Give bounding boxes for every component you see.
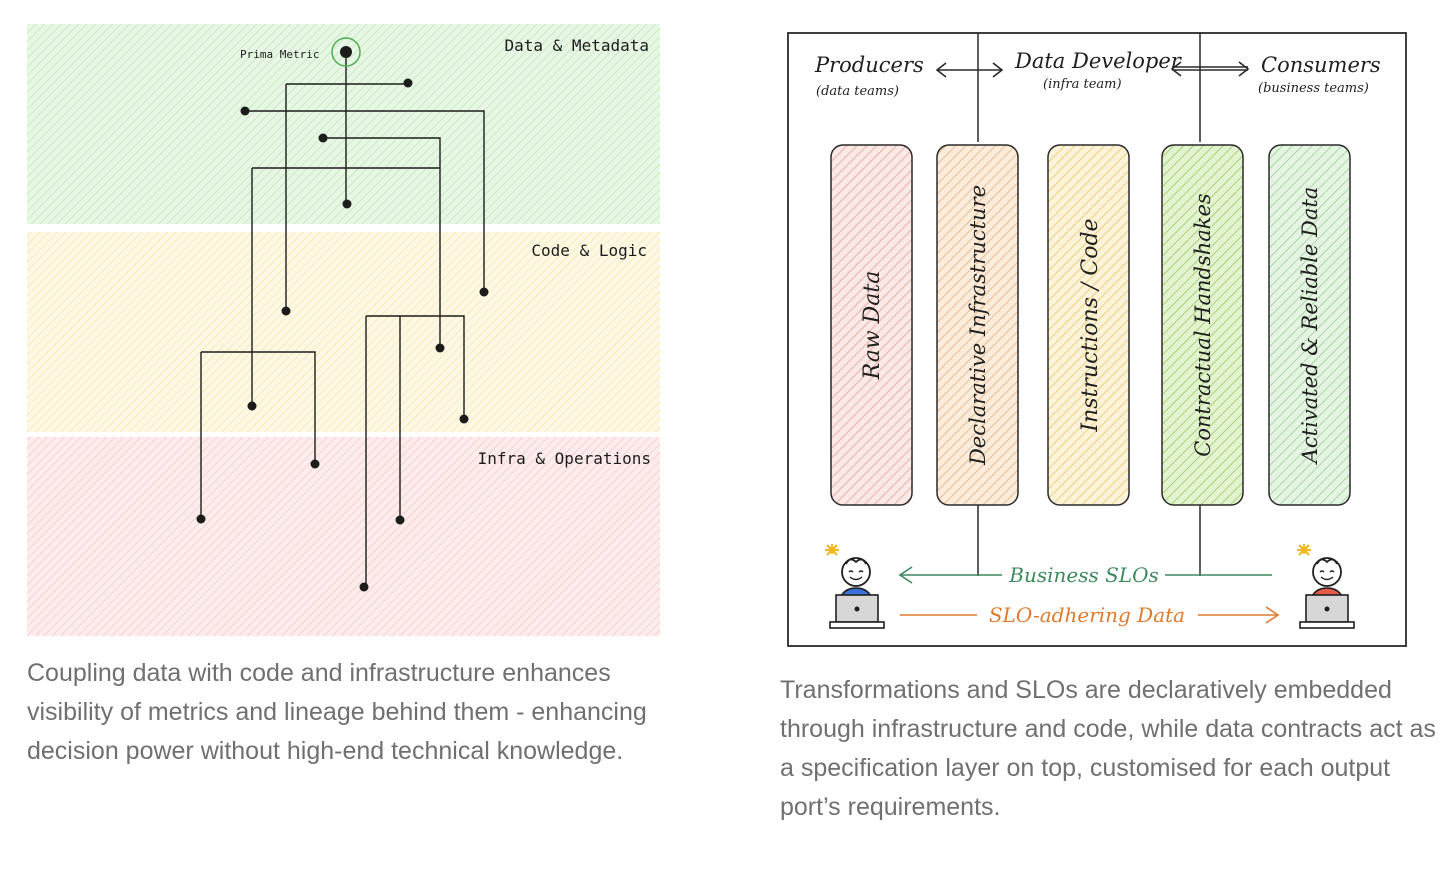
business-slos-label: Business SLOs bbox=[1008, 563, 1158, 587]
lineage-nodes bbox=[196, 78, 489, 592]
producer-person-icon bbox=[825, 544, 885, 629]
consumer-person-icon bbox=[1297, 544, 1355, 629]
layer-band-infra: Infra & Operations bbox=[27, 437, 660, 636]
role-consumers: Consumers (business teams) bbox=[1258, 53, 1381, 96]
role-separators bbox=[977, 33, 1201, 576]
pillar-activated-reliable-data: Activated & Reliable Data bbox=[1268, 144, 1351, 506]
lineage-tree bbox=[200, 52, 485, 587]
role-producers: Producers (data teams) bbox=[814, 53, 924, 99]
role-producers-subtitle: (data teams) bbox=[816, 84, 899, 99]
role-consumers-subtitle: (business teams) bbox=[1258, 81, 1369, 96]
caption-left: Coupling data with code and infrastructu… bbox=[27, 659, 647, 765]
pillar-instructions-code: Instructions / Code bbox=[1047, 144, 1130, 506]
pillar-label-raw-data: Raw Data bbox=[860, 271, 885, 381]
pillar-label-infrastructure: Declarative Infrastructure bbox=[966, 185, 990, 466]
data-contract-diagram: Producers (data teams) Data Developer (i… bbox=[787, 32, 1407, 647]
layer-label-code: Code & Logic bbox=[531, 241, 647, 260]
pillar-label-instructions: Instructions / Code bbox=[1078, 218, 1103, 432]
role-developer-subtitle: (infra team) bbox=[1043, 77, 1122, 92]
prima-metric-label: Prima Metric bbox=[240, 48, 319, 61]
pillar-label-handshakes: Contractual Handshakes bbox=[1191, 193, 1215, 457]
pillar-raw-data: Raw Data bbox=[830, 144, 913, 506]
slo-adhering-data-label: SLO-adhering Data bbox=[989, 603, 1185, 627]
business-slos-flow: Business SLOs bbox=[898, 563, 1272, 587]
lineage-diagram: Data & Metadata Code & Logic Infra & Ope… bbox=[27, 24, 660, 636]
layer-label-data: Data & Metadata bbox=[505, 36, 650, 55]
role-data-developer: Data Developer (infra team) bbox=[1014, 49, 1183, 92]
role-consumers-title: Consumers bbox=[1261, 53, 1381, 77]
pillar-label-activated: Activated & Reliable Data bbox=[1298, 187, 1322, 466]
role-producers-title: Producers bbox=[814, 53, 924, 77]
pillar-contractual-handshakes: Contractual Handshakes bbox=[1161, 144, 1244, 506]
pillar-declarative-infrastructure: Declarative Infrastructure bbox=[936, 144, 1019, 506]
prima-metric-node: Prima Metric bbox=[240, 37, 361, 67]
role-developer-title: Data Developer bbox=[1014, 49, 1183, 73]
slo-adhering-data-flow: SLO-adhering Data bbox=[900, 603, 1280, 627]
role-arrows bbox=[935, 61, 1250, 78]
layer-label-infra: Infra & Operations bbox=[478, 449, 651, 468]
layer-band-code: Code & Logic bbox=[27, 232, 660, 432]
caption-right: Transformations and SLOs are declarative… bbox=[780, 676, 1436, 821]
